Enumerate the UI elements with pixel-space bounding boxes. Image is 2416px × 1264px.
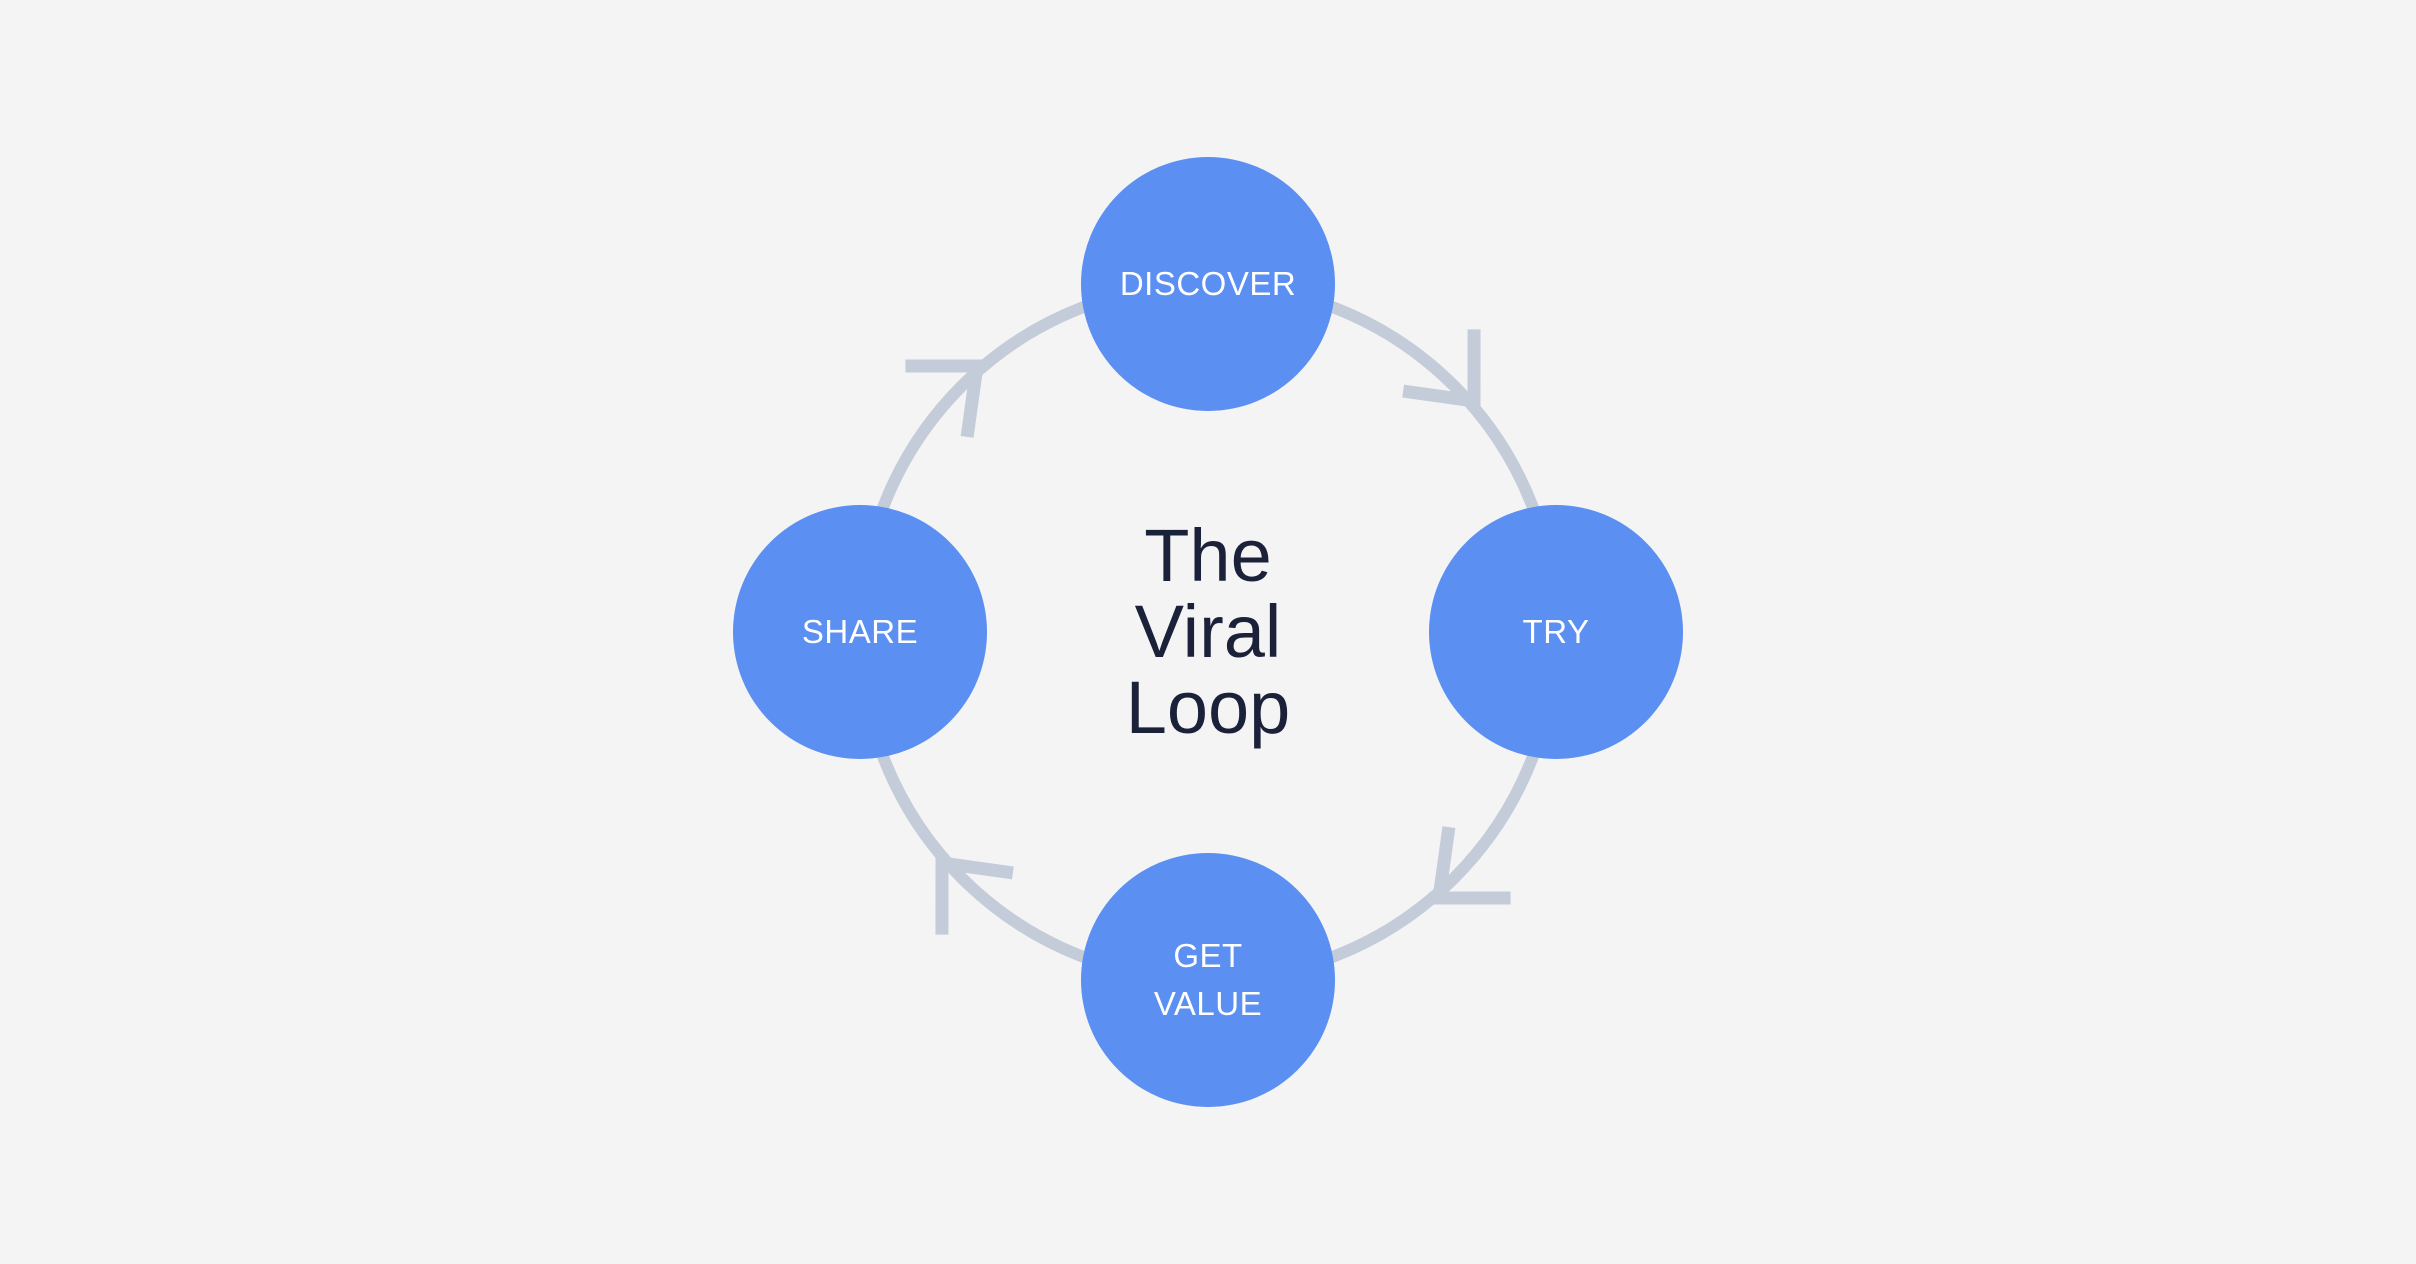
node-get-value: GET VALUE	[1081, 853, 1335, 1107]
title-line-3: Loop	[1125, 666, 1291, 749]
clockwise-arrow-bottom-left-icon	[935, 855, 1014, 935]
title-line-1: The	[1144, 514, 1272, 597]
clockwise-arrow-top-right-icon	[1402, 329, 1481, 409]
node-try-label: TRY	[1522, 613, 1590, 651]
clockwise-arrow-bottom-right-icon	[1431, 826, 1511, 905]
node-try: TRY	[1429, 505, 1683, 759]
clockwise-arrow-top-left-icon	[905, 359, 985, 438]
node-get-value-label: GET VALUE	[1153, 937, 1263, 1022]
node-share: SHARE	[733, 505, 987, 759]
node-share-label: SHARE	[801, 613, 919, 651]
diagram-title: The Viral Loop	[1008, 518, 1408, 746]
title-line-2: Viral	[1134, 590, 1282, 673]
node-discover: DISCOVER	[1081, 157, 1335, 411]
node-discover-label: DISCOVER	[1119, 265, 1297, 303]
